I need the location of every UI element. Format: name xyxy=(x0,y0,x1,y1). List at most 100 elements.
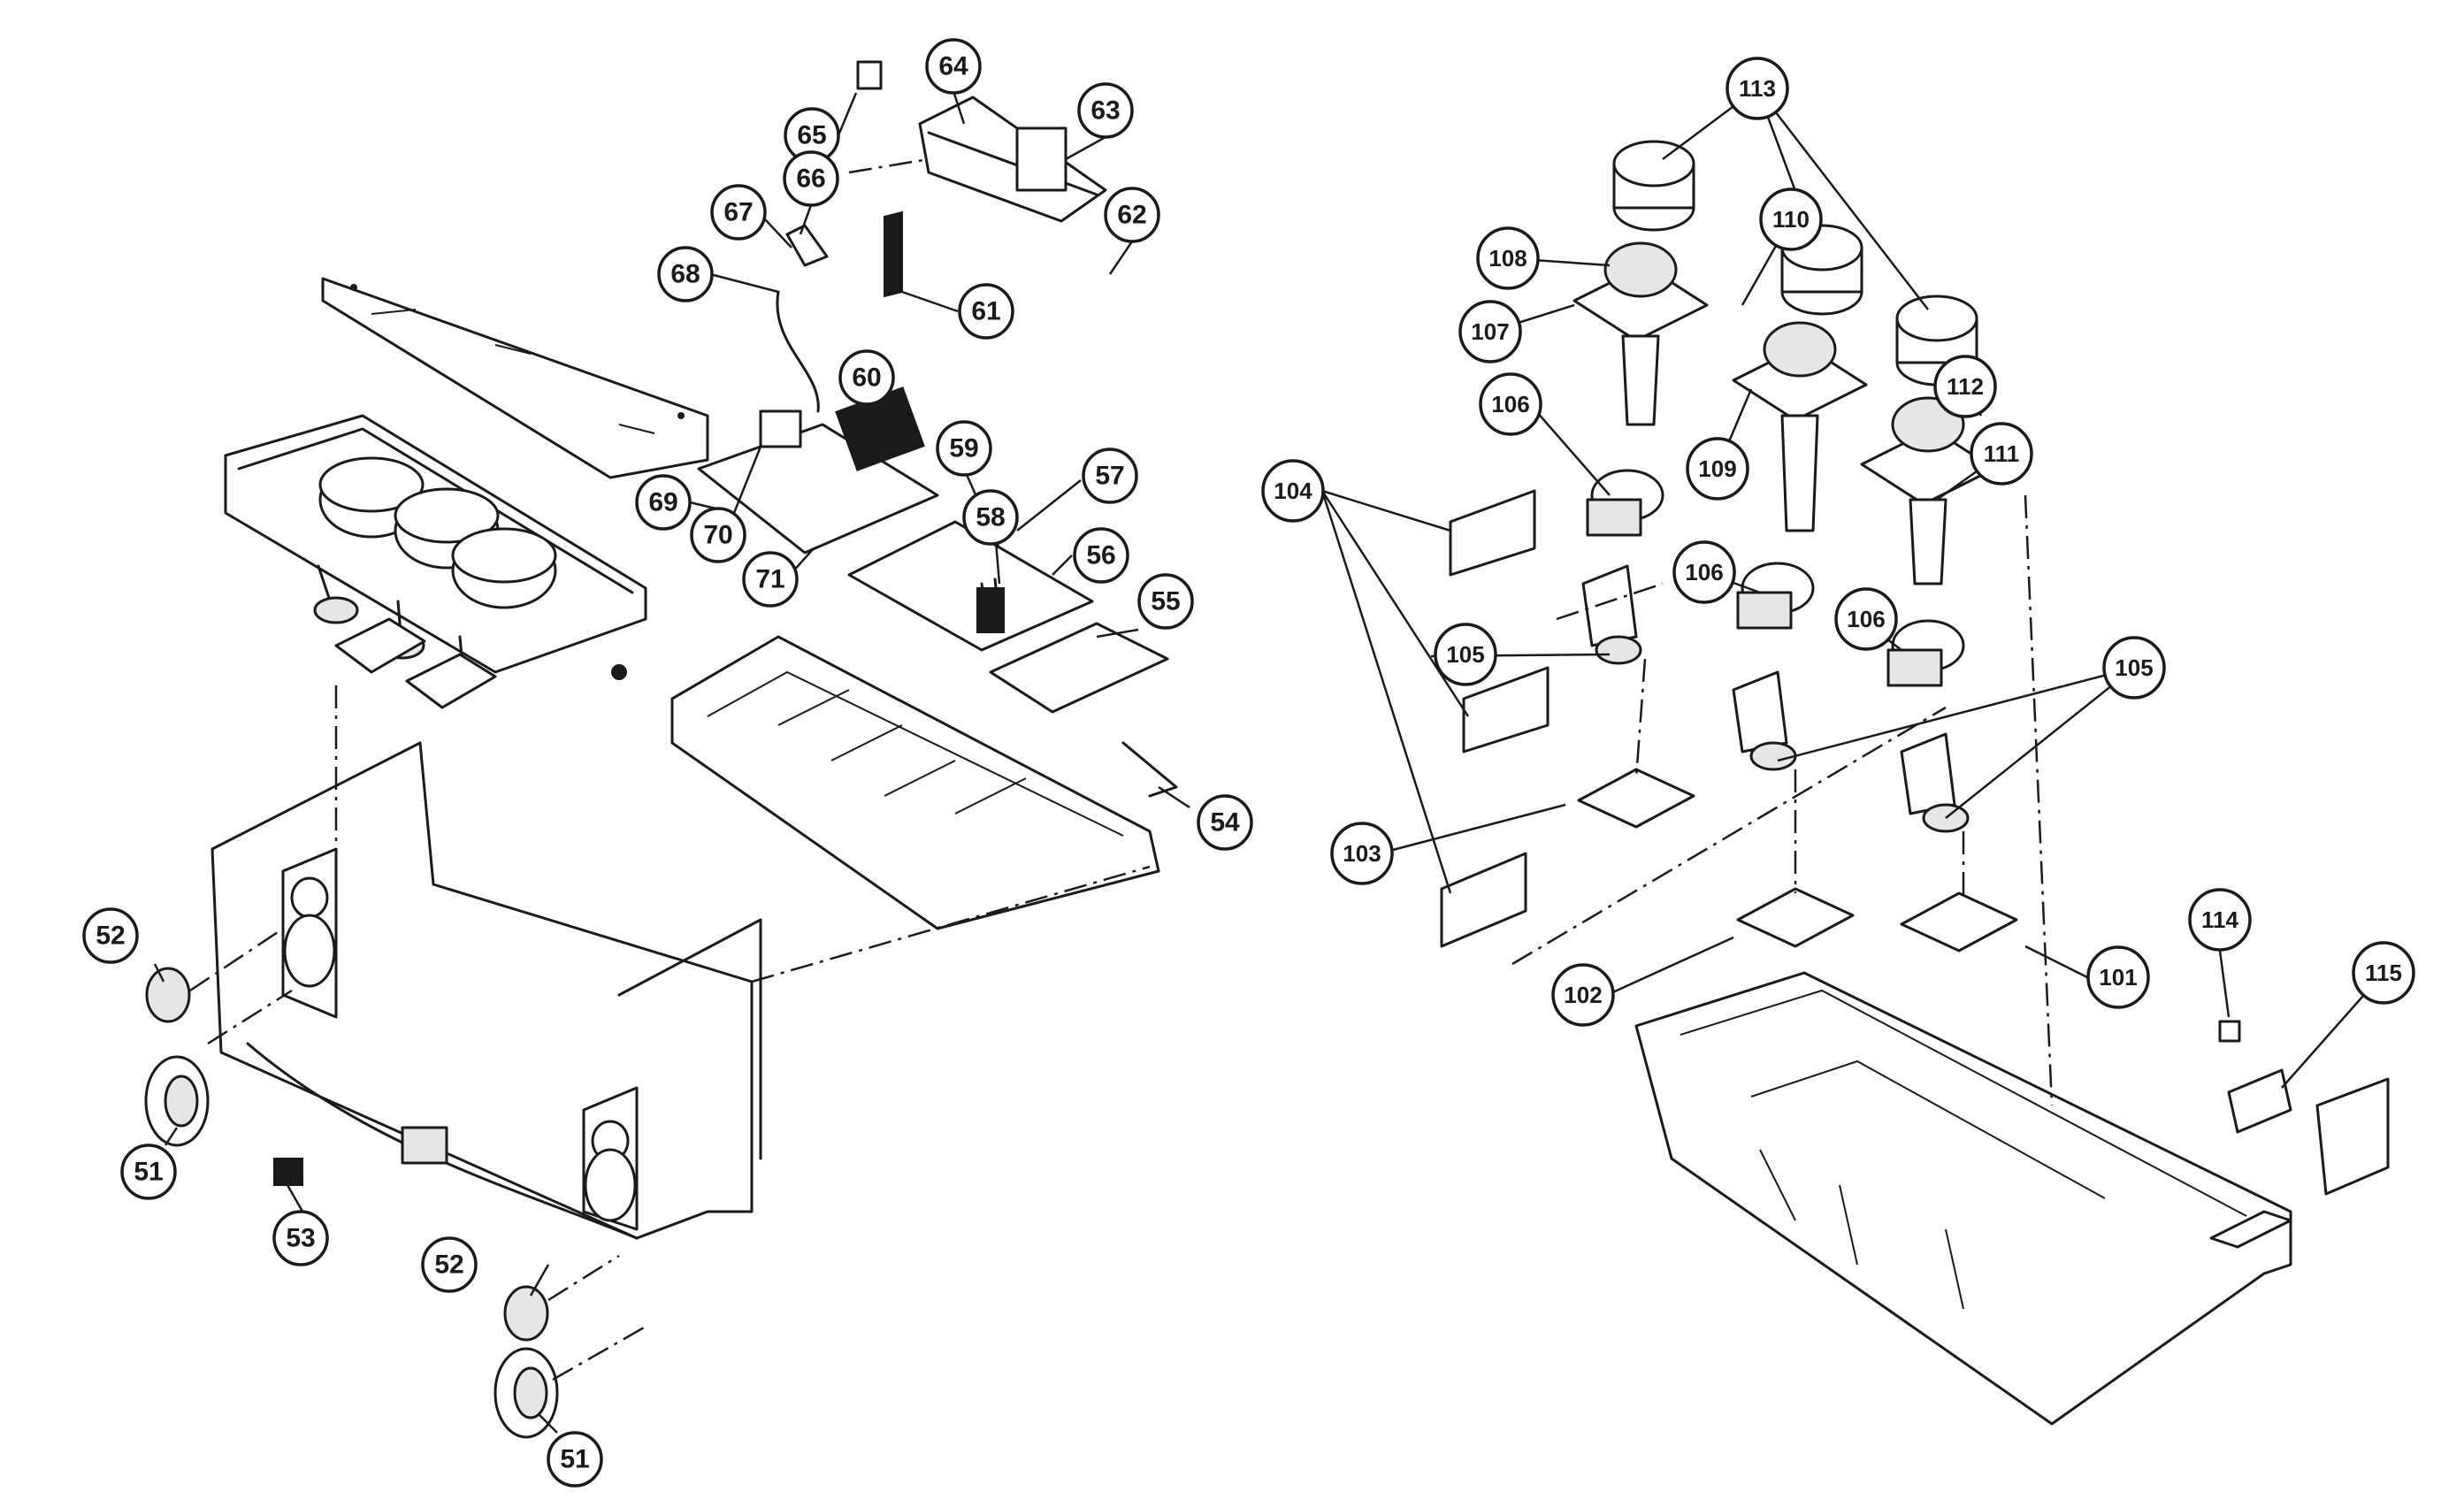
callout-63-label: 63 xyxy=(1090,96,1120,126)
callout-104: 104 xyxy=(1261,459,1325,523)
callout-65: 65 xyxy=(784,107,840,164)
callout-103-label: 103 xyxy=(1343,840,1381,867)
callout-66-label: 66 xyxy=(796,164,825,194)
callout-51-label: 51 xyxy=(560,1445,589,1474)
speakers xyxy=(144,967,559,1439)
callout-70: 70 xyxy=(690,507,746,563)
callout-101-label: 101 xyxy=(2099,964,2137,991)
crt-module xyxy=(224,414,647,709)
callout-58-label: 58 xyxy=(976,503,1005,532)
callout-54: 54 xyxy=(1197,794,1253,851)
callout-111: 111 xyxy=(1970,422,2033,486)
right-assembly-lines xyxy=(1511,494,2054,1106)
callout-106: 106 xyxy=(1672,540,1736,604)
callout-105: 105 xyxy=(1434,623,1497,686)
callout-69-label: 69 xyxy=(648,488,677,517)
callout-56: 56 xyxy=(1073,527,1129,584)
callout-59-label: 59 xyxy=(949,434,978,463)
callout-115: 115 xyxy=(2352,941,2415,1005)
callout-56-label: 56 xyxy=(1086,541,1115,570)
callout-62: 62 xyxy=(1104,187,1160,243)
projection-tube-3 xyxy=(1860,295,1996,833)
callout-70-label: 70 xyxy=(703,521,732,550)
callout-105-label: 105 xyxy=(2115,654,2153,681)
callout-114-label: 114 xyxy=(2201,906,2238,933)
callout-108-label: 108 xyxy=(1488,245,1527,272)
left-assembly-lines xyxy=(189,157,1151,1381)
callout-67-label: 67 xyxy=(723,198,753,227)
callout-102-label: 102 xyxy=(1564,982,1602,1008)
callout-bubbles: 51 51 52 52 53 54 55 56 57 58 59 60 61 6… xyxy=(82,38,2415,1488)
callout-51: 51 xyxy=(547,1431,603,1488)
callout-113-label: 113 xyxy=(1739,75,1776,102)
callout-52-label: 52 xyxy=(96,922,125,951)
callout-52-label: 52 xyxy=(434,1251,463,1280)
callout-65-label: 65 xyxy=(797,121,826,150)
callout-112: 112 xyxy=(1933,355,1997,418)
callout-60: 60 xyxy=(838,349,895,406)
callout-64: 64 xyxy=(925,38,982,95)
mounting-plates xyxy=(1440,489,2018,952)
callout-112-label: 112 xyxy=(1947,373,1984,400)
top-panel xyxy=(321,277,709,479)
callout-114: 114 xyxy=(2188,888,2252,952)
callout-55-label: 55 xyxy=(1151,587,1180,616)
projection-tube-2 xyxy=(1732,224,1868,771)
callout-51: 51 xyxy=(120,1144,177,1200)
callout-52: 52 xyxy=(421,1236,478,1293)
callout-53: 53 xyxy=(272,1210,329,1266)
callout-62-label: 62 xyxy=(1117,201,1146,230)
callout-63: 63 xyxy=(1077,82,1134,139)
callout-59: 59 xyxy=(936,420,992,477)
callout-113: 113 xyxy=(1726,57,1789,120)
callout-107-label: 107 xyxy=(1471,318,1509,345)
callout-104-label: 104 xyxy=(1274,478,1312,504)
callout-103: 103 xyxy=(1330,822,1394,885)
left-assembly xyxy=(144,60,1178,1439)
callout-53-label: 53 xyxy=(286,1224,315,1253)
callout-61: 61 xyxy=(958,283,1014,340)
callout-67: 67 xyxy=(710,184,767,241)
circuit-boards xyxy=(697,290,1169,714)
callout-111-label: 111 xyxy=(1984,440,2020,467)
callout-57: 57 xyxy=(1082,448,1138,504)
control-board xyxy=(785,60,1107,298)
callout-68-label: 68 xyxy=(670,260,700,289)
callout-57-label: 57 xyxy=(1095,462,1124,491)
callout-68: 68 xyxy=(657,246,714,302)
chassis-tray xyxy=(670,635,1178,930)
callout-106-label: 106 xyxy=(1491,391,1529,417)
projection-tube-1 xyxy=(1573,140,1709,665)
callout-107: 107 xyxy=(1458,300,1522,363)
base-frame xyxy=(1634,971,2390,1426)
callout-105-label: 105 xyxy=(1446,641,1484,668)
callout-109: 109 xyxy=(1686,437,1749,501)
callout-110-label: 110 xyxy=(1772,206,1810,233)
callout-106-label: 106 xyxy=(1847,606,1885,632)
callout-115-label: 115 xyxy=(2365,960,2402,986)
callout-54-label: 54 xyxy=(1210,808,1240,838)
callout-58: 58 xyxy=(962,489,1019,546)
callout-66: 66 xyxy=(783,150,839,207)
callout-109-label: 109 xyxy=(1698,455,1736,482)
callout-106: 106 xyxy=(1834,587,1898,651)
callout-64-label: 64 xyxy=(938,52,968,81)
callout-110: 110 xyxy=(1759,187,1823,251)
callout-101: 101 xyxy=(2086,945,2150,1009)
callout-69: 69 xyxy=(635,474,692,531)
callout-61-label: 61 xyxy=(971,297,1000,326)
callout-106: 106 xyxy=(1479,372,1542,436)
callout-52: 52 xyxy=(82,907,139,964)
callout-60-label: 60 xyxy=(852,363,881,393)
callout-leaders xyxy=(153,87,2384,1434)
callout-105: 105 xyxy=(2102,636,2166,700)
callout-102: 102 xyxy=(1551,963,1615,1027)
callout-71-label: 71 xyxy=(755,565,784,594)
callout-106-label: 106 xyxy=(1685,559,1723,585)
callout-71: 71 xyxy=(742,551,799,608)
callout-51-label: 51 xyxy=(134,1158,163,1187)
front-cabinet xyxy=(210,741,762,1240)
callout-108: 108 xyxy=(1476,226,1540,290)
right-assembly xyxy=(1440,140,2390,1426)
